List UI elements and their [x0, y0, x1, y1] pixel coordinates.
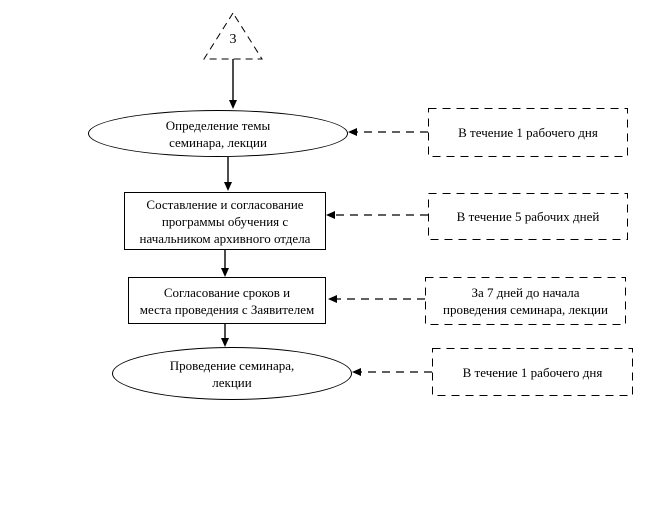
- annotation-box-outline-2: [428, 193, 628, 240]
- arrow-down-1: [229, 59, 237, 109]
- flow-step-compose-program-label: Составление и согласование программы обу…: [139, 196, 311, 246]
- flow-step-define-topic: Определение темы семинара, лекции: [88, 110, 348, 157]
- annotation-duration-define-topic: В течение 1 рабочего дня: [428, 108, 628, 157]
- dashed-arrow-1: [348, 128, 428, 136]
- flow-step-conduct-seminar-label: Проведение семинара, лекции: [169, 357, 295, 390]
- annotation-duration-conduct-seminar: В течение 1 рабочего дня: [432, 348, 633, 396]
- flow-step-compose-program: Составление и согласование программы обу…: [124, 192, 326, 250]
- annotation-duration-agree-schedule: За 7 дней до начала проведения семинара,…: [425, 277, 626, 325]
- flow-step-conduct-seminar: Проведение семинара, лекции: [112, 347, 352, 400]
- dashed-arrow-4: [352, 368, 432, 376]
- dashed-arrow-3: [328, 295, 425, 303]
- annotation-duration-conduct-seminar-label: В течение 1 рабочего дня: [462, 364, 603, 380]
- annotation-duration-agree-schedule-label: За 7 дней до начала проведения семинара,…: [443, 285, 608, 317]
- flow-step-agree-schedule: Согласование сроков и места проведения с…: [128, 277, 326, 324]
- flow-step-define-topic-label: Определение темы семинара, лекции: [165, 117, 271, 150]
- annotation-duration-compose-program-label: В течение 5 рабочих дней: [456, 209, 600, 224]
- arrow-down-2: [224, 157, 232, 191]
- annotation-box-outline-3: [425, 277, 626, 325]
- offpage-connector-triangle-outline: [203, 12, 263, 60]
- arrow-down-3: [221, 250, 229, 277]
- offpage-connector-label: 3: [229, 32, 237, 47]
- flow-step-agree-schedule-label: Согласование сроков и места проведения с…: [139, 284, 315, 317]
- annotation-box-outline-4: [432, 348, 633, 396]
- annotation-duration-compose-program: В течение 5 рабочих дней: [428, 193, 628, 240]
- annotation-box-outline-1: [428, 108, 628, 157]
- arrow-down-4: [221, 324, 229, 347]
- dashed-arrow-2: [326, 211, 428, 219]
- annotation-duration-define-topic-label: В течение 1 рабочего дня: [458, 125, 598, 140]
